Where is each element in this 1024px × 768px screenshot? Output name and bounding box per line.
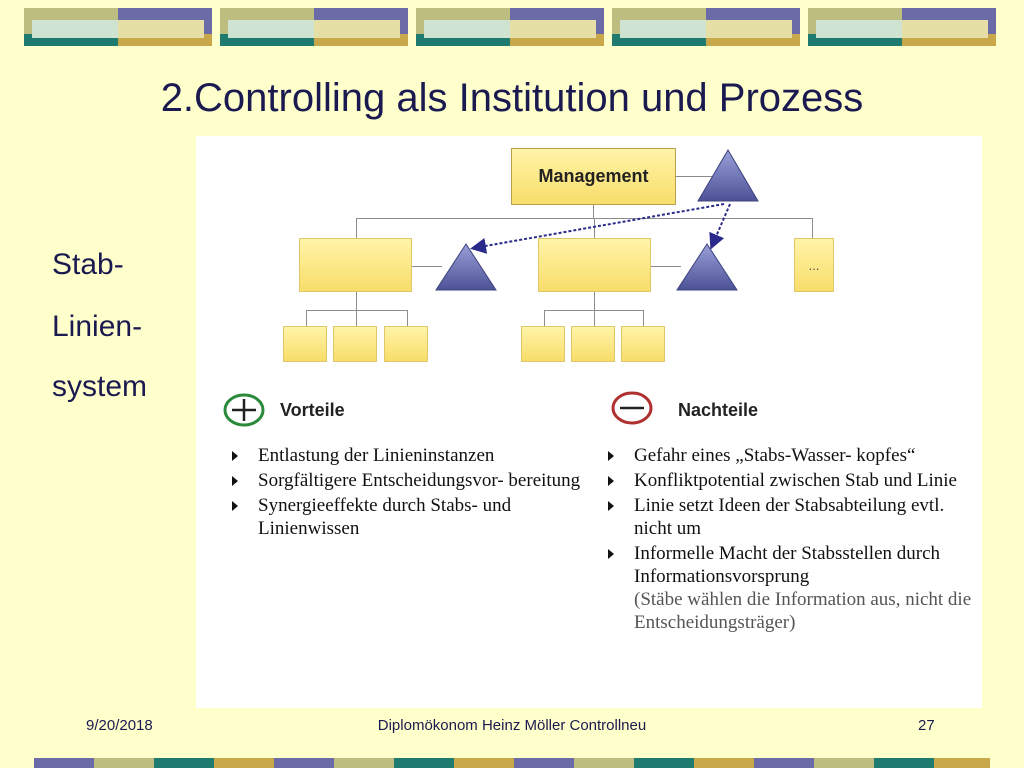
connector-line <box>593 204 594 218</box>
list-item: Gefahr eines „Stabs-Wasser- kopfes“ <box>598 444 978 467</box>
sub-unit-box <box>384 326 428 362</box>
connector-line <box>412 266 442 267</box>
banner-decoration <box>808 8 996 46</box>
connector-line <box>594 310 595 326</box>
connector-line <box>812 218 813 238</box>
sub-unit-box <box>571 326 615 362</box>
management-label: Management <box>538 166 649 186</box>
nachteile-header: Nachteile <box>678 400 759 420</box>
list-item: Konfliktpotential zwischen Stab und Lini… <box>598 469 978 492</box>
sub-unit-box <box>621 326 665 362</box>
connector-line <box>356 218 812 219</box>
list-item: Linie setzt Ideen der Stabsabteilung evt… <box>598 494 978 540</box>
footer-page-number: 27 <box>918 717 935 734</box>
vorteile-list: Entlastung der Linieninstanzen Sorgfälti… <box>222 444 582 542</box>
placeholder-label: ... <box>808 257 820 273</box>
connector-line <box>356 292 357 310</box>
banner-decoration <box>24 8 212 46</box>
sub-unit-box <box>333 326 377 362</box>
list-item: Synergieeffekte durch Stabs- und Linienw… <box>222 494 582 540</box>
minus-icon <box>611 391 653 425</box>
org-diagram-image: Management ... Vorteile Entla <box>196 136 982 708</box>
nachteile-list: Gefahr eines „Stabs-Wasser- kopfes“ Konf… <box>598 444 978 636</box>
side-label-line-3: system <box>52 370 148 403</box>
slide-title: 2.Controlling als Institution und Prozes… <box>160 76 864 120</box>
dotted-arrow <box>470 203 725 254</box>
connector-line <box>356 310 357 326</box>
connector-line <box>594 218 595 238</box>
dotted-arrow <box>709 203 731 250</box>
footer-center: Diplomökonom Heinz Möller Controllneu <box>377 717 647 734</box>
plus-icon <box>223 393 265 427</box>
connector-line <box>407 310 408 326</box>
staff-triangle-right <box>676 243 738 291</box>
connector-line <box>643 310 644 326</box>
list-item: Informelle Macht der Stabsstellen durch … <box>598 542 978 634</box>
banner-decoration <box>220 8 408 46</box>
connector-line <box>306 310 408 311</box>
connector-line <box>594 292 595 310</box>
connector-line <box>651 266 681 267</box>
line-unit-box <box>299 238 412 292</box>
placeholder-box: ... <box>794 238 834 292</box>
side-label-line-1: Stab- <box>52 248 124 281</box>
nachteile-note: (Stäbe wählen die Information aus, nicht… <box>634 589 972 633</box>
connector-line <box>356 218 357 238</box>
side-label-line-2: Linien- <box>52 310 143 343</box>
banner-decoration <box>416 8 604 46</box>
footer-date: 9/20/2018 <box>86 717 153 734</box>
connector-line <box>676 176 716 177</box>
line-unit-box <box>538 238 651 292</box>
vorteile-header: Vorteile <box>280 400 345 420</box>
staff-triangle-top <box>697 149 759 202</box>
connector-line <box>544 310 545 326</box>
banner-decoration <box>612 8 800 46</box>
staff-triangle-left <box>435 243 497 291</box>
management-box: Management <box>511 148 676 205</box>
connector-line <box>306 310 307 326</box>
list-item: Entlastung der Linieninstanzen <box>222 444 582 467</box>
staff-triangles-svg <box>435 149 759 291</box>
sub-unit-box <box>283 326 327 362</box>
sub-unit-box <box>521 326 565 362</box>
list-item: Sorgfältigere Entscheidungsvor- bereitun… <box>222 469 582 492</box>
